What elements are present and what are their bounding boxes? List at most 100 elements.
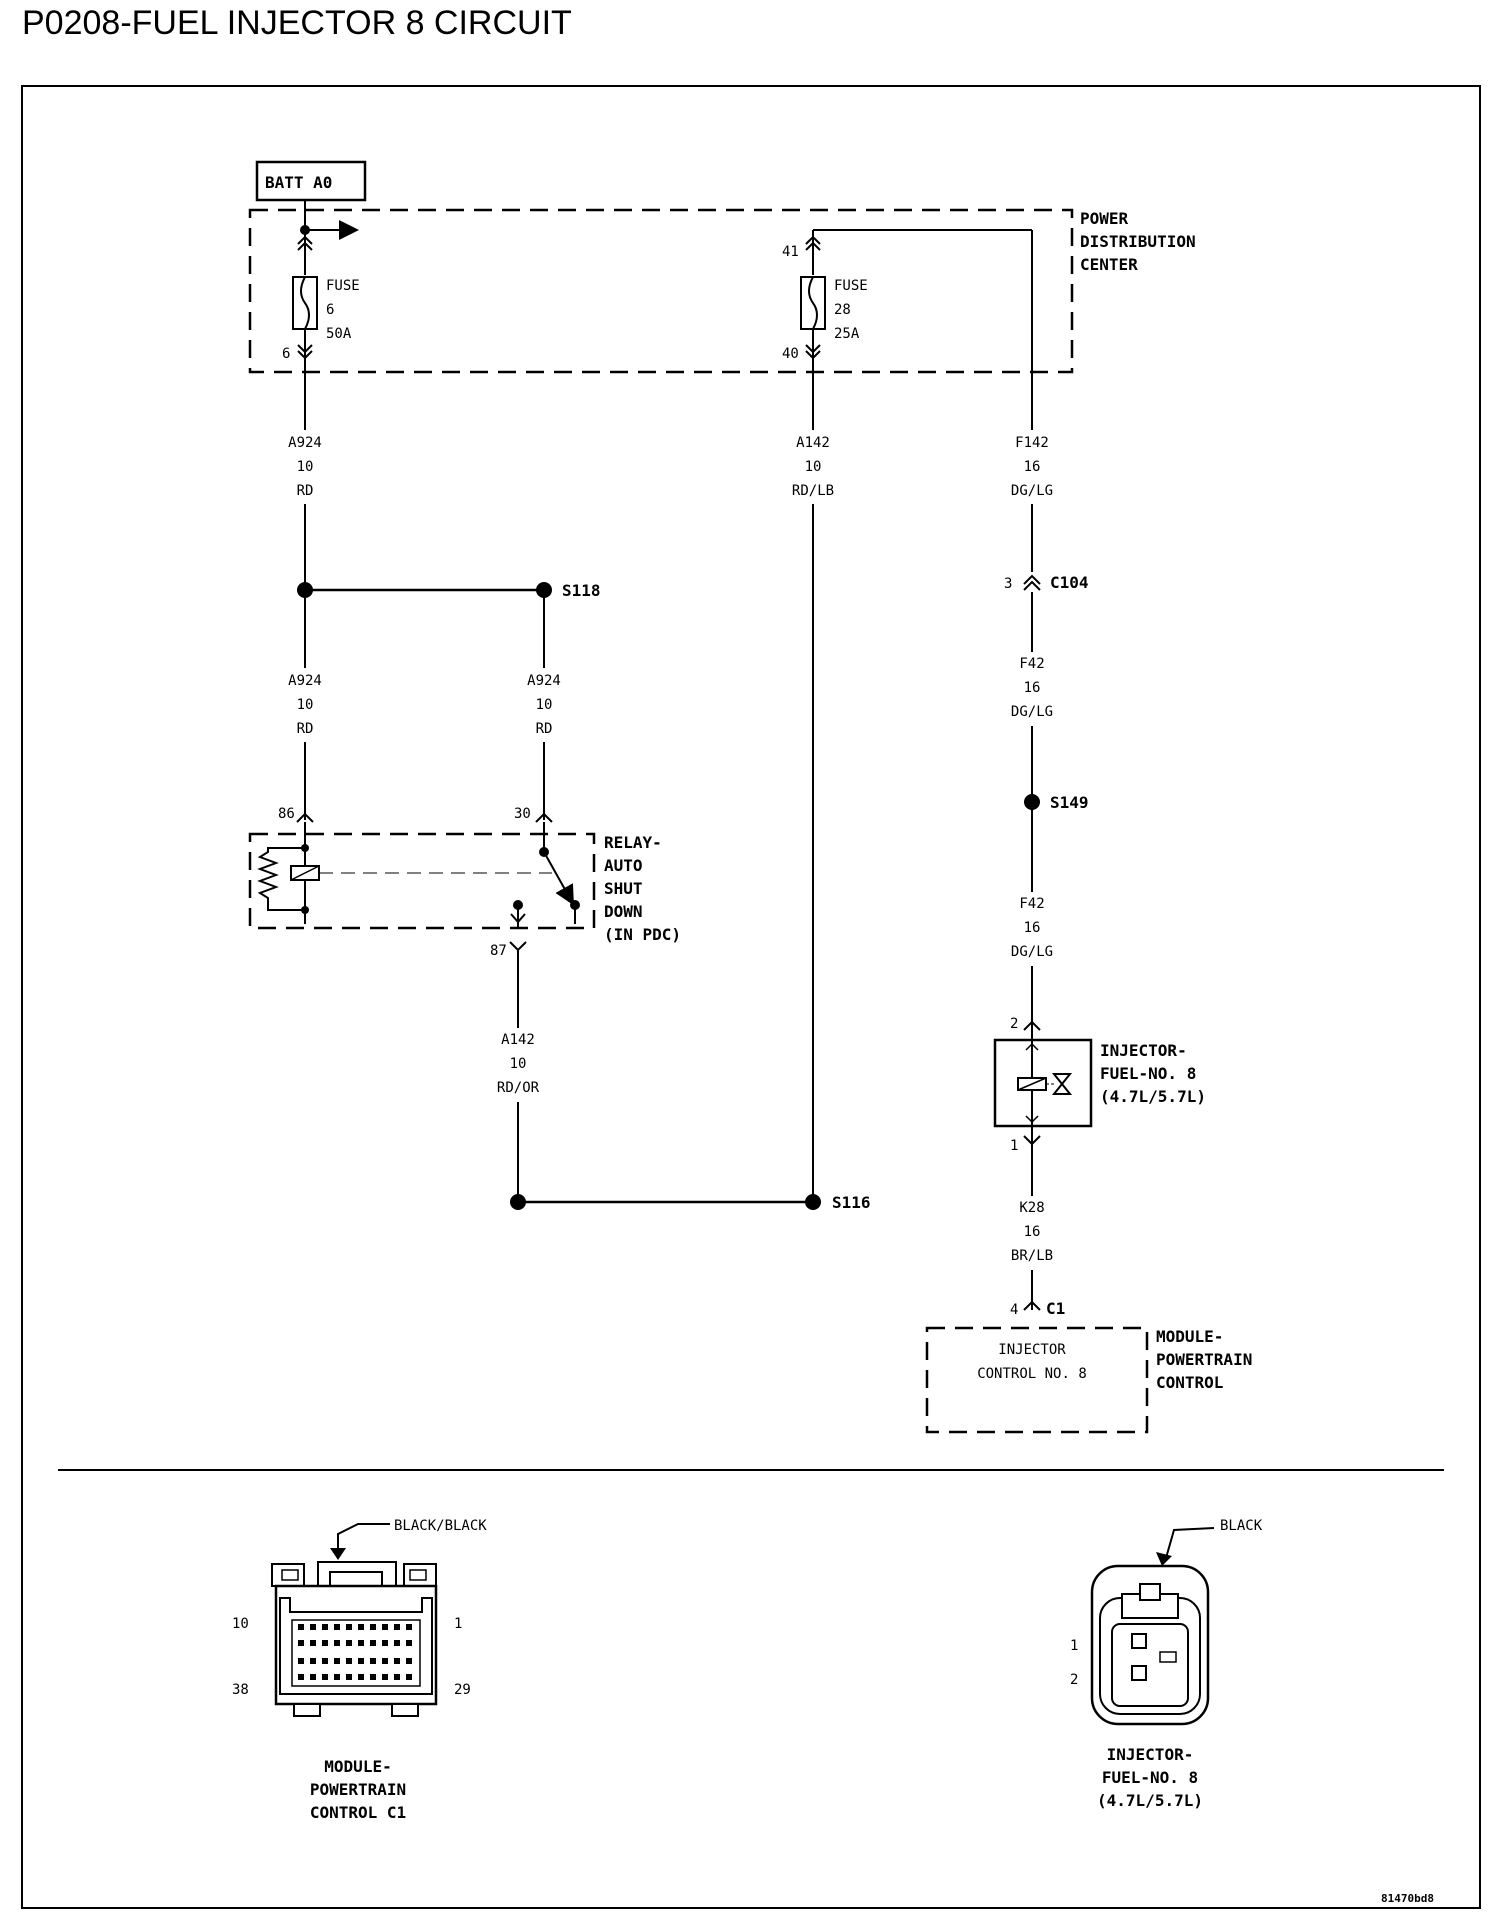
- pin-cavity: [346, 1624, 352, 1630]
- fuse6-label: FUSE: [326, 278, 360, 294]
- pcm-conn-label-2: POWERTRAIN: [310, 1780, 406, 1799]
- svg-text:K28: K28: [1019, 1200, 1044, 1216]
- fuse28-pin-in: 41: [782, 244, 799, 260]
- pin-cavity: [298, 1658, 304, 1664]
- pin-cavity: [310, 1658, 316, 1664]
- wire-label-f42-upper: F42 16 DG/LG: [1005, 652, 1059, 726]
- splice-s116: S116: [510, 1193, 871, 1212]
- pin-cavity: [358, 1674, 364, 1680]
- relay-label-1: RELAY-: [604, 833, 662, 852]
- module-powertrain-control: 4 C1 INJECTOR CONTROL NO. 8 MODULE- POWE…: [925, 1299, 1252, 1434]
- svg-text:A924: A924: [527, 673, 561, 689]
- fuse28-rating: 25A: [834, 326, 860, 342]
- pin-cavity: [370, 1640, 376, 1646]
- pcm-conn-label-3: CONTROL C1: [310, 1803, 406, 1822]
- relay-label-2: AUTO: [604, 856, 643, 875]
- relay-pin-30: 30: [514, 806, 531, 822]
- pin-cavity: [346, 1640, 352, 1646]
- pcm-conn-label-1: MODULE-: [324, 1757, 391, 1776]
- fuse6-pin: 6: [282, 346, 290, 362]
- injector-pin-2: 2: [1010, 1016, 1018, 1032]
- pcm-inner-2: CONTROL NO. 8: [977, 1366, 1087, 1382]
- injector-label-1: INJECTOR-: [1100, 1041, 1187, 1060]
- pin-cavity: [334, 1624, 340, 1630]
- fuse28-pin-out: 40: [782, 346, 799, 362]
- svg-text:DG/LG: DG/LG: [1011, 704, 1053, 720]
- wire-label-a142-bottom: A142 10 RD/OR: [490, 1028, 548, 1102]
- svg-text:10: 10: [536, 697, 553, 713]
- pcm-conn-pin-10: 10: [232, 1616, 249, 1632]
- pcm-pin-4: 4: [1010, 1302, 1018, 1318]
- svg-text:A924: A924: [288, 673, 322, 689]
- pdc-label-3: CENTER: [1080, 255, 1138, 274]
- svg-text:F42: F42: [1019, 656, 1044, 672]
- svg-text:10: 10: [510, 1056, 527, 1072]
- pin-cavity: [382, 1624, 388, 1630]
- s149-label: S149: [1050, 793, 1089, 812]
- page-title: P0208-FUEL INJECTOR 8 CIRCUIT: [22, 4, 572, 42]
- pin-cavity: [322, 1674, 328, 1680]
- pin-cavity: [358, 1658, 364, 1664]
- wire-label-k28: K28 16 BR/LB: [1005, 1196, 1059, 1270]
- fuse-28: FUSE 28 25A 41 40: [782, 229, 1032, 1202]
- svg-text:DG/LG: DG/LG: [1011, 944, 1053, 960]
- svg-text:A924: A924: [288, 435, 322, 451]
- inj-conn-label-1: INJECTOR-: [1107, 1745, 1194, 1764]
- pin-cavity: [406, 1658, 412, 1664]
- pin-cavity: [358, 1624, 364, 1630]
- pin-cavity: [310, 1674, 316, 1680]
- fuse28-number: 28: [834, 302, 851, 318]
- pin-cavity: [394, 1624, 400, 1630]
- relay-pin-87: 87: [490, 943, 507, 959]
- pin-cavity: [310, 1624, 316, 1630]
- pcm-conn-pin-29: 29: [454, 1682, 471, 1698]
- pcm-label-3: CONTROL: [1156, 1373, 1223, 1392]
- svg-text:BR/LB: BR/LB: [1011, 1248, 1053, 1264]
- svg-text:RD: RD: [536, 721, 553, 737]
- s118-label: S118: [562, 581, 601, 600]
- wire-label-a924-right: A924 10 RD: [519, 668, 569, 742]
- pcm-conn-pin-1: 1: [454, 1616, 462, 1632]
- pin-cavity: [322, 1624, 328, 1630]
- pin-cavity: [310, 1640, 316, 1646]
- pin-cavity: [394, 1658, 400, 1664]
- svg-text:10: 10: [297, 459, 314, 475]
- svg-text:10: 10: [805, 459, 822, 475]
- injector-connector-view: BLACK 1 2 INJECTOR- FUEL-NO. 8 (4.7L/5.7…: [1070, 1518, 1263, 1810]
- inj-conn-color: BLACK: [1220, 1518, 1263, 1534]
- relay-pin-86: 86: [278, 806, 295, 822]
- fuse6-rating: 50A: [326, 326, 352, 342]
- pin-cavity: [298, 1640, 304, 1646]
- figure-code: 81470bd8: [1381, 1892, 1434, 1905]
- pcm-inner-1: INJECTOR: [998, 1342, 1066, 1358]
- pin-cavity: [370, 1674, 376, 1680]
- svg-text:F142: F142: [1015, 435, 1049, 451]
- splice-s149: S149: [1024, 793, 1089, 812]
- svg-text:F42: F42: [1019, 896, 1044, 912]
- c104-pin: 3: [1004, 576, 1012, 592]
- power-distribution-center: POWER DISTRIBUTION CENTER: [248, 208, 1196, 374]
- svg-text:RD: RD: [297, 483, 314, 499]
- pin-cavity: [298, 1674, 304, 1680]
- inj-conn-label-3: (4.7L/5.7L): [1097, 1791, 1203, 1810]
- svg-text:RD/OR: RD/OR: [497, 1080, 540, 1096]
- svg-text:A142: A142: [501, 1032, 535, 1048]
- batt-a0-box: BATT A0: [255, 160, 367, 202]
- pin-cavity: [394, 1640, 400, 1646]
- injector-label-2: FUEL-NO. 8: [1100, 1064, 1196, 1083]
- pin-cavity: [370, 1658, 376, 1664]
- svg-text:A142: A142: [796, 435, 830, 451]
- inj-conn-pin-1: 1: [1070, 1638, 1078, 1654]
- pin-cavity: [346, 1674, 352, 1680]
- relay-label-5: (IN PDC): [604, 925, 681, 944]
- pin-cavity: [334, 1674, 340, 1680]
- pin-cavity: [358, 1640, 364, 1646]
- pin-cavity: [370, 1624, 376, 1630]
- injector-fuel-no8: 2 INJECTOR- FUEL-NO. 8 (4.7L/5.7L) 1: [993, 1016, 1206, 1310]
- svg-text:16: 16: [1024, 1224, 1041, 1240]
- fuse28-label: FUSE: [834, 278, 868, 294]
- connector-c104: 3 C104: [1004, 572, 1089, 592]
- pin-cavity: [406, 1640, 412, 1646]
- pin-cavity: [298, 1624, 304, 1630]
